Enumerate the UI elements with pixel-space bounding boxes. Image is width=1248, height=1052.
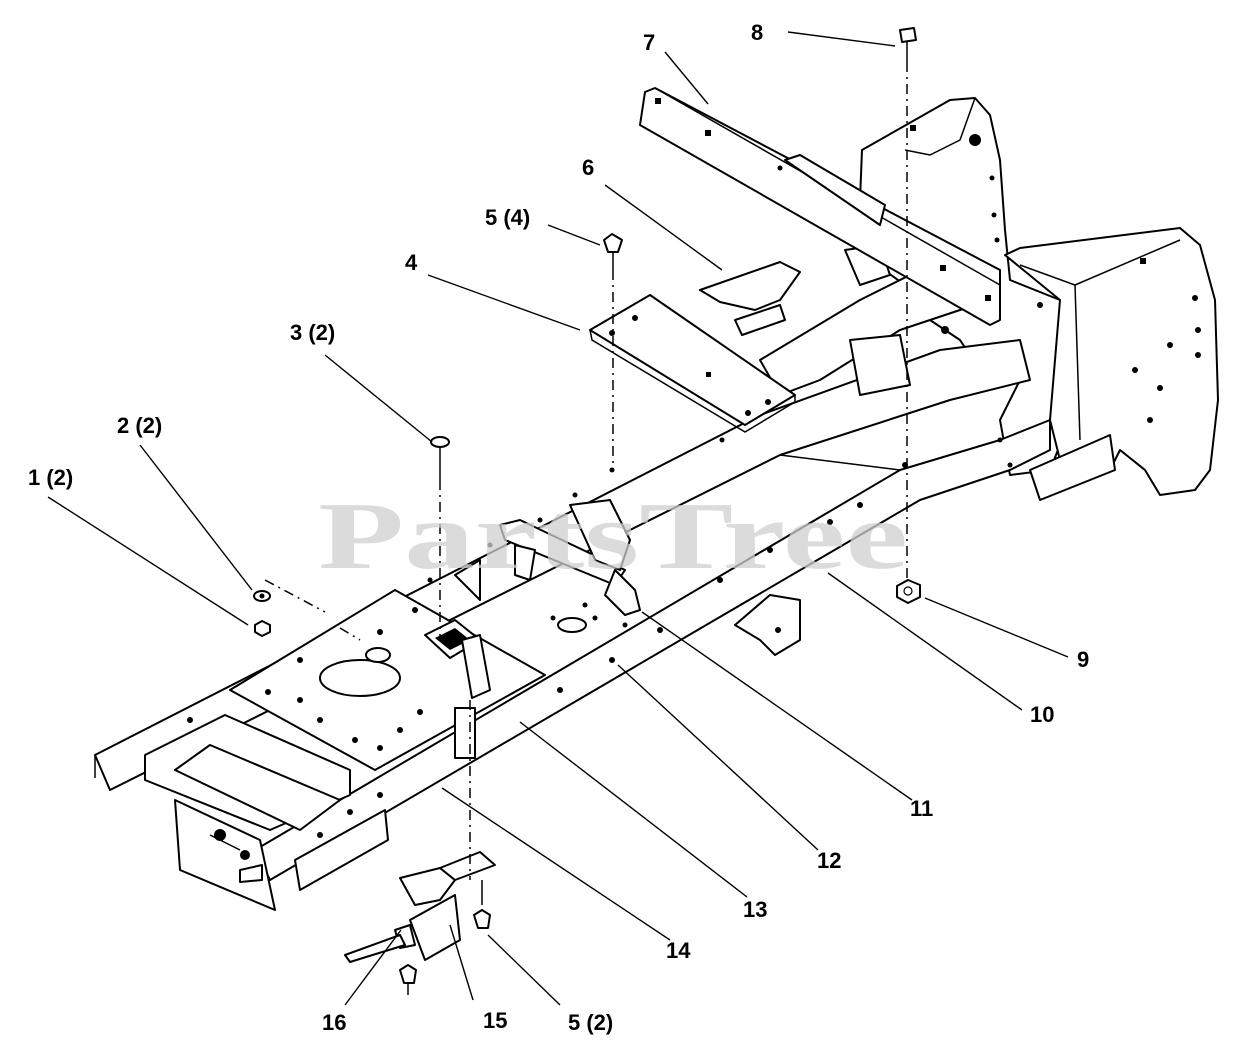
front-foot-plate <box>144 559 546 911</box>
callout-9: 9 <box>1077 647 1089 672</box>
callout-4: 4 <box>405 250 418 275</box>
watermark: PartsTree <box>318 482 908 589</box>
callout-5b: 5 (2) <box>568 1010 613 1035</box>
upper-plates <box>589 87 1001 433</box>
mid-brackets <box>499 499 801 656</box>
callout-6: 6 <box>582 155 594 180</box>
callout-13: 13 <box>743 897 767 922</box>
callout-16: 16 <box>322 1010 346 1035</box>
leader-lines <box>47 31 1069 1006</box>
callout-8: 8 <box>751 20 763 45</box>
callout-1: 1 (2) <box>28 465 73 490</box>
alignment-lines <box>264 62 908 880</box>
callout-5a: 5 (4) <box>485 205 530 230</box>
callout-7: 7 <box>643 30 655 55</box>
callout-15: 15 <box>483 1008 507 1033</box>
callout-labels: 1 (2) 2 (2) 3 (2) 4 5 (4) 6 7 8 9 10 11 … <box>28 20 1089 1035</box>
callout-2: 2 (2) <box>117 413 162 438</box>
fasteners <box>253 27 921 995</box>
callout-3: 3 (2) <box>290 320 335 345</box>
callout-14: 14 <box>666 938 691 963</box>
callout-12: 12 <box>817 848 841 873</box>
callout-11: 11 <box>910 796 933 821</box>
callout-10: 10 <box>1030 702 1054 727</box>
